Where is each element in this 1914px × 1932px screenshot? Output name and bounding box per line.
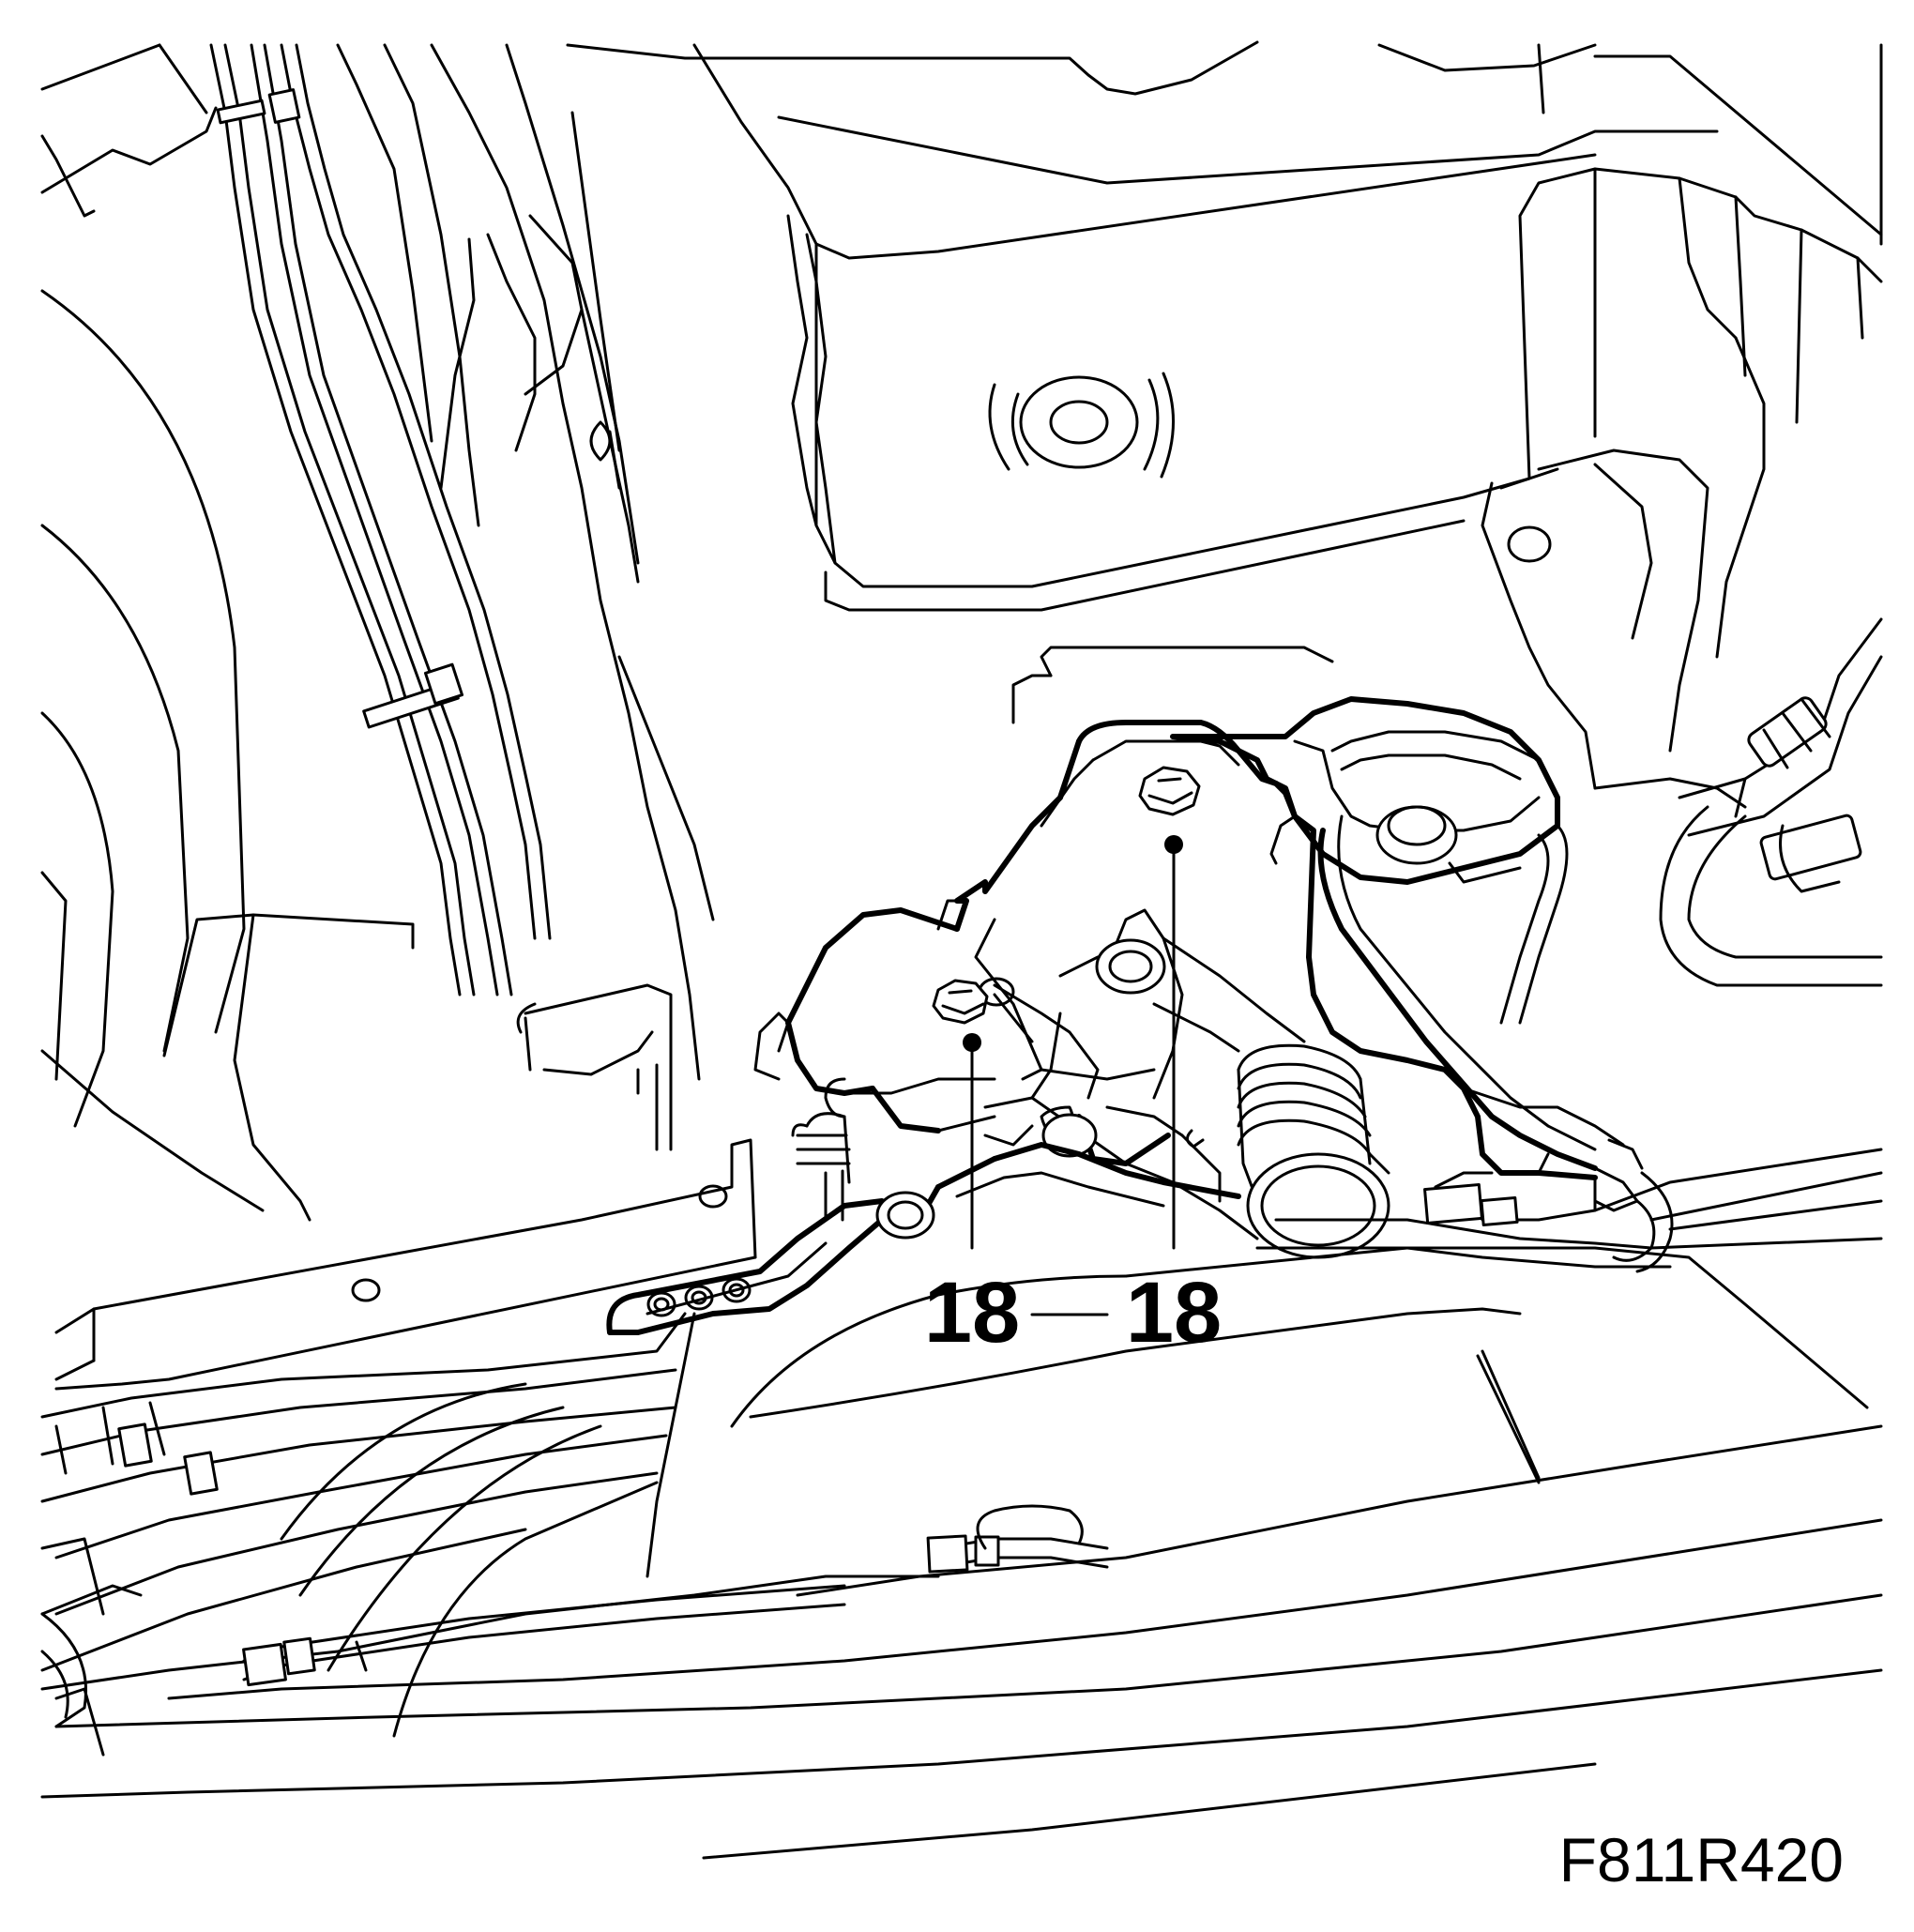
coil-bushing	[1237, 1043, 1390, 1259]
wiring-harness-left	[209, 43, 552, 996]
bulkhead-panel	[40, 40, 1883, 612]
strut-tower-bracket	[1481, 336, 1766, 809]
callout-leaders	[963, 835, 1183, 1316]
bolt-lower	[932, 979, 989, 1025]
mount-bracket	[785, 720, 1316, 1208]
washer-hose-fittings	[242, 1504, 1109, 1687]
wiring-harness-right	[1255, 1148, 1883, 1269]
prop-rod-hook	[516, 983, 673, 1151]
wiring-bundle-lower	[40, 1312, 687, 1757]
bolt-upper	[1138, 766, 1201, 816]
hinge-linkage-arm	[606, 1012, 941, 1335]
stamped-boss	[988, 372, 1175, 479]
figure-id: F811R420	[1559, 1825, 1844, 1894]
cowl-cross-member	[54, 1138, 757, 1391]
callout-label-right: 18	[1126, 1265, 1222, 1361]
callout-label-left: 18	[924, 1265, 1020, 1361]
hose-and-clip-right	[1659, 617, 1883, 987]
mount-pad	[1170, 696, 1560, 885]
ground-cable	[1306, 814, 1674, 1273]
a-pillar	[158, 43, 715, 1081]
wheel-arch	[40, 289, 415, 1222]
